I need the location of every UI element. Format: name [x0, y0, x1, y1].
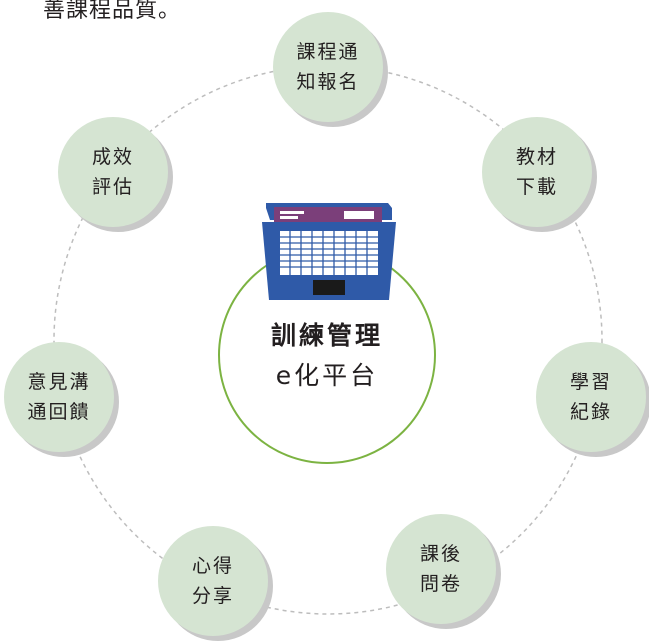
node-effectiveness-evaluation: 成效 評估 — [58, 117, 168, 227]
node-course-registration: 課程通 知報名 — [273, 12, 383, 122]
node-label-line2: 紀錄 — [569, 401, 612, 423]
node-label-line1: 教材 — [515, 146, 558, 168]
node-feedback: 意見溝 通回饋 — [4, 342, 114, 452]
node-label-line1: 課後 — [419, 543, 462, 565]
node-material-download: 教材 下載 — [482, 117, 592, 227]
node-post-course-survey: 課後 問卷 — [386, 514, 496, 624]
node-label-line1: 學習 — [569, 371, 612, 393]
node-label-line2: 下載 — [515, 176, 558, 198]
node-label-line2: 評估 — [91, 176, 134, 198]
node-label-line1: 意見溝 — [27, 371, 91, 393]
node-label-line2: 知報名 — [296, 71, 360, 93]
node-label-line2: 問卷 — [419, 573, 462, 595]
center-label-line2: e化平台 — [275, 361, 379, 390]
node-experience-sharing: 心得 分享 — [158, 526, 268, 636]
intro-text: 善課程品質。 — [43, 0, 182, 23]
laptop-icon — [262, 203, 396, 300]
node-label-line1: 成效 — [91, 146, 134, 168]
node-label-line1: 課程通 — [296, 41, 360, 63]
center-label-line1: 訓練管理 — [270, 321, 383, 350]
node-learning-record: 學習 紀錄 — [536, 342, 646, 452]
center-label: 訓練管理 e化平台 — [218, 316, 436, 396]
node-label-line1: 心得 — [191, 555, 234, 577]
node-label-line2: 分享 — [191, 585, 234, 607]
node-label-line2: 通回饋 — [27, 401, 91, 423]
